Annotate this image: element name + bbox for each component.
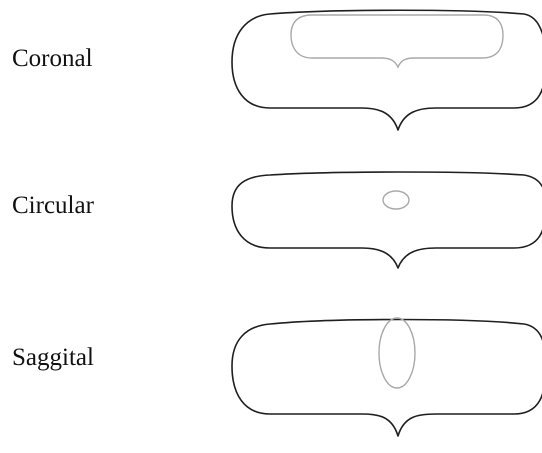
circular-shape bbox=[232, 172, 542, 268]
coronal-shape bbox=[232, 10, 542, 130]
saggital-outline bbox=[232, 320, 542, 437]
circular-outline bbox=[232, 172, 542, 268]
coronal-outline bbox=[232, 10, 542, 130]
coronal-inner-band bbox=[291, 15, 503, 67]
saggital-shape bbox=[232, 318, 542, 436]
circular-inner-oval bbox=[383, 191, 409, 209]
saggital-inner-oval bbox=[379, 318, 415, 388]
